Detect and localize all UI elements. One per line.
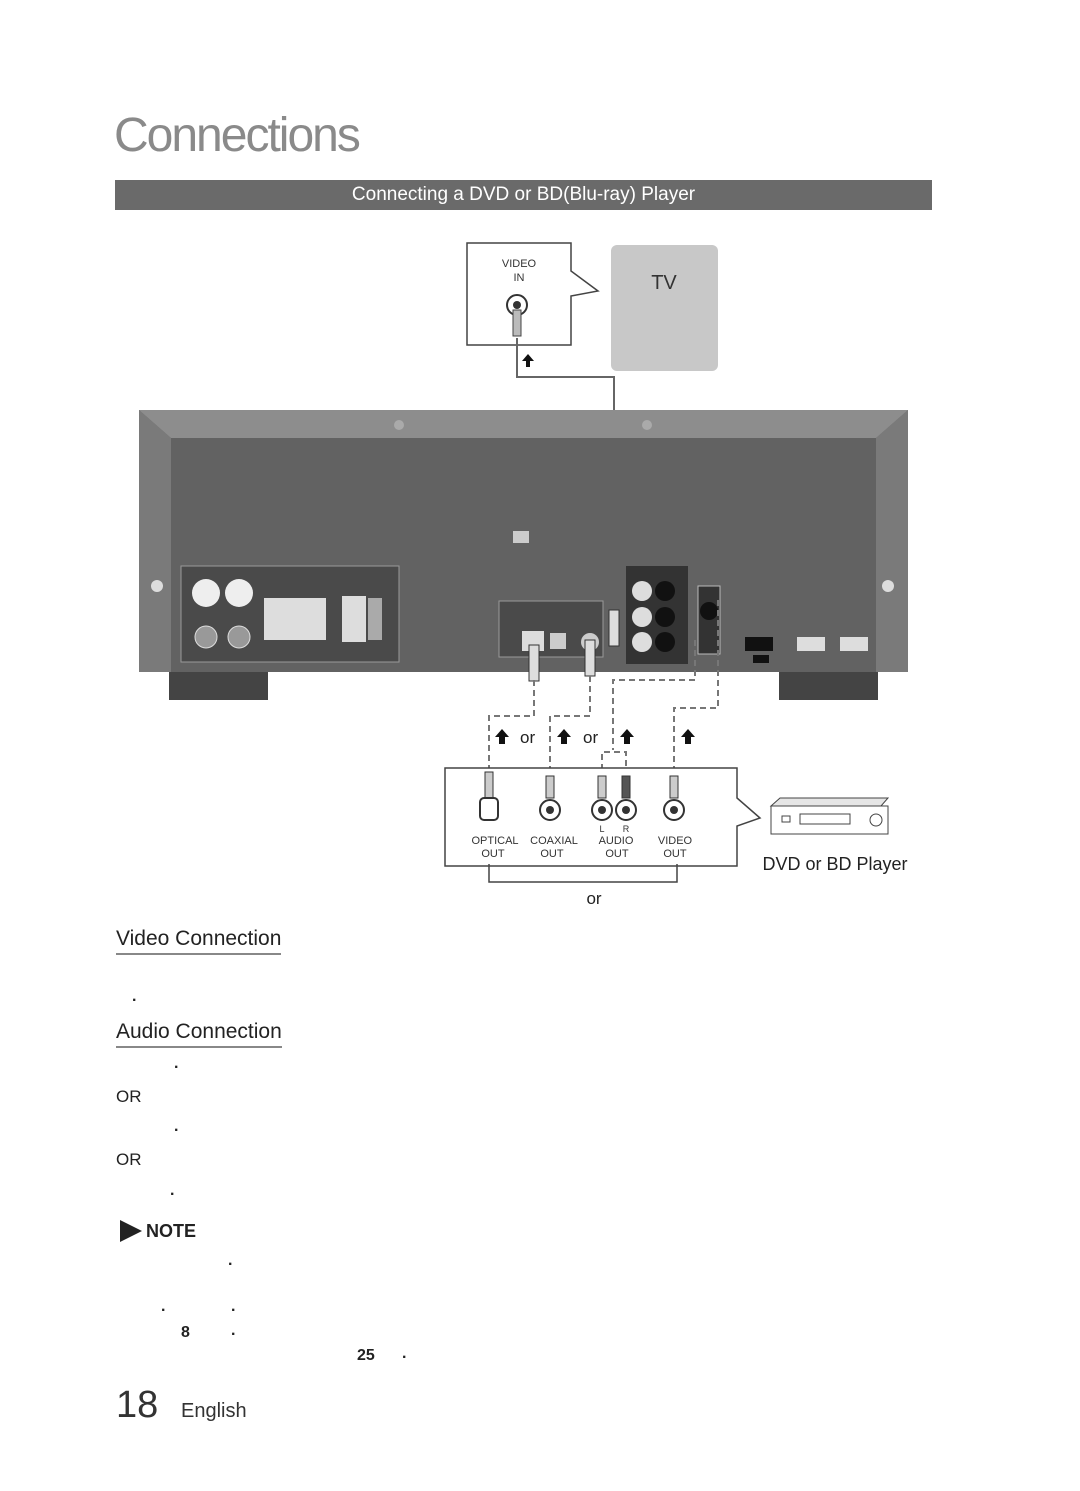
optical-jack-icon bbox=[479, 797, 499, 821]
note-arrow-icon bbox=[120, 1220, 142, 1242]
page-reference-2: 25 bbox=[357, 1347, 375, 1364]
arrow-up-icon bbox=[557, 729, 571, 744]
arrow-up-icon bbox=[522, 354, 534, 367]
video-out-label-1: VIDEO bbox=[658, 835, 693, 847]
audio-out-label-2: OUT bbox=[605, 848, 629, 860]
or-label-1: or bbox=[520, 728, 535, 747]
audio-r-label: R bbox=[623, 824, 630, 834]
note-label: NOTE bbox=[146, 1220, 197, 1241]
tv-label: TV bbox=[651, 272, 677, 294]
connection-diagram: VIDEO IN TV bbox=[139, 242, 908, 908]
player-label: DVD or BD Player bbox=[762, 854, 907, 874]
optical-out-label-1: OPTICAL bbox=[471, 835, 518, 847]
arrow-up-icon bbox=[681, 729, 695, 744]
chapter-title: Connections bbox=[114, 109, 361, 162]
dvd-player-icon bbox=[769, 797, 890, 835]
tv-jack-label-2: IN bbox=[514, 272, 525, 284]
section-banner: Connecting a DVD or BD(Blu-ray) Player bbox=[115, 180, 932, 210]
language-label: English bbox=[181, 1400, 247, 1422]
audio-connection-heading: Audio Connection bbox=[116, 1020, 282, 1048]
tv-video-in-callout: VIDEO IN bbox=[466, 242, 600, 346]
audio-l-label: L bbox=[599, 824, 604, 834]
coaxial-out-label-1: COAXIAL bbox=[530, 835, 578, 847]
video-connection-heading: Video Connection bbox=[116, 927, 282, 955]
bottom-or-label: or bbox=[586, 889, 601, 908]
arrow-up-icon bbox=[495, 729, 509, 744]
player-jack-panel: L R OPTICAL OUT COAXIAL OUT AUDIO OUT VI… bbox=[444, 767, 762, 867]
tv-icon bbox=[611, 245, 718, 371]
arrow-up-icon bbox=[620, 729, 634, 744]
tv-jack-label-1: VIDEO bbox=[502, 258, 537, 270]
note-heading: NOTE bbox=[120, 1220, 196, 1242]
page-number: 18 bbox=[116, 1384, 159, 1426]
home-theater-rear-panel bbox=[139, 410, 908, 700]
optical-out-label-2: OUT bbox=[481, 848, 505, 860]
or-separator-1: OR bbox=[116, 1087, 142, 1106]
or-separator-2: OR bbox=[116, 1150, 142, 1169]
coaxial-out-label-2: OUT bbox=[540, 848, 564, 860]
video-out-label-2: OUT bbox=[663, 848, 687, 860]
audio-out-label-1: AUDIO bbox=[599, 835, 634, 847]
or-label-2: or bbox=[583, 728, 598, 747]
page-reference-1: 8 bbox=[181, 1324, 190, 1341]
